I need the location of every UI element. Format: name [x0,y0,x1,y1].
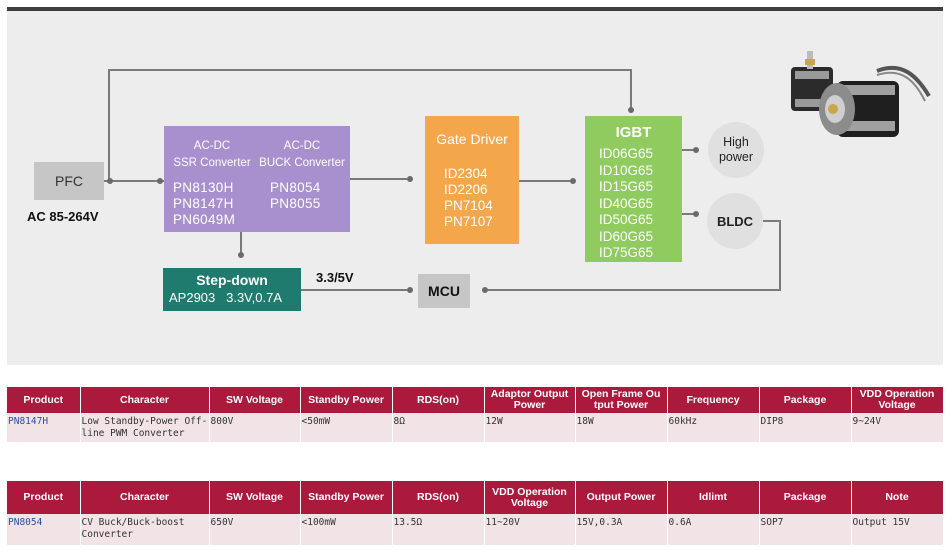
part-number: PN6049M [173,212,236,227]
col-header: RDS(on) [392,481,485,514]
col-header: Note [851,481,944,514]
table-cell: 0.6A [667,514,760,545]
table-cell: Low Standby-Power Off-line PWM Converter [80,413,210,442]
acdc-ssr-title-2: SSR Converter [173,157,251,169]
part-number: PN8055 [270,196,321,211]
part-number: PN8147H [173,196,234,211]
acdc-ssr-title-1: AC-DC [193,140,231,152]
acdc-buck-title-1: AC-DC [283,140,321,152]
acdc-buck-title-2: BUCK Converter [259,157,345,169]
step-down-block: Step-down AP2903 3.3V,0.7A [163,268,301,311]
part-number: ID2304 [444,166,488,181]
part-number: PN7104 [444,198,493,213]
col-header: Open Frame Ou tput Power [575,387,668,413]
step-down-parts: AP2903 3.3V,0.7A [169,290,282,305]
part-number: PN8130H [173,180,234,195]
table-cell: <50mW [300,413,393,442]
col-header: VDD Operation Voltage [851,387,944,413]
table-header-row: Product Character SW Voltage Standby Pow… [7,387,944,413]
table-cell: DIP8 [759,413,852,442]
product-link[interactable]: PN8054 [7,514,81,545]
part-number: PN8054 [270,180,321,195]
table-cell: 18W [575,413,668,442]
part-number: ID06G65 [599,146,654,161]
acdc-buck-heading: AC-DC BUCK Converter [256,138,348,172]
col-header: Character [80,387,210,413]
col-header: Product [7,387,81,413]
table-cell: 8Ω [392,413,485,442]
table-header-row: Product Character SW Voltage Standby Pow… [7,481,944,514]
table-cell: 13.5Ω [392,514,485,545]
step-down-title: Step-down [196,272,268,288]
part-number: ID40G65 [599,195,654,211]
table-cell: Output 15V [851,514,944,545]
pn8054-spec-table: Product Character SW Voltage Standby Pow… [7,481,944,545]
col-header: Adaptor Output Power [484,387,576,413]
part-number: ID75G65 [599,245,654,260]
col-header: Character [80,481,210,514]
acdc-buck-parts: PN8054 PN8055 [270,180,321,212]
motor-image [791,51,931,137]
part-number: ID50G65 [599,212,654,227]
part-number: PN7107 [444,214,493,229]
pn8147h-spec-table: Product Character SW Voltage Standby Pow… [7,387,944,442]
table-cell: 12W [484,413,576,442]
igbt-title: IGBT [615,124,652,141]
high-power-line-1: High [723,135,749,149]
table-cell: SOP7 [759,514,852,545]
table-cell: 11~20V [484,514,576,545]
col-header: RDS(on) [392,387,485,413]
table-cell: 800V [209,413,301,442]
col-header: SW Voltage [209,387,301,413]
gate-driver-block: Gate Driver ID2304 ID2206 PN7104 PN7107 [425,116,519,244]
table-row: PN8147H Low Standby-Power Off-line PWM C… [7,413,944,442]
product-link[interactable]: PN8147H [7,413,81,442]
col-header: Frequency [667,387,760,413]
part-number: ID60G65 [599,228,654,244]
top-divider [7,7,943,11]
table-cell: <100mW [300,514,393,545]
part-number: ID2206 [444,182,488,197]
part-number: AP2903 [169,290,216,305]
gate-driver-title: Gate Driver [436,131,508,147]
col-header: Standby Power [300,387,393,413]
col-header: Idlimt [667,481,760,514]
col-header: SW Voltage [209,481,301,514]
bldc-circle: BLDC [707,193,763,249]
col-header: Output Power [575,481,668,514]
col-header: VDD Operation Voltage [484,481,576,514]
table-cell: 650V [209,514,301,545]
mcu-block: MCU [418,274,470,308]
part-number: ID15G65 [599,179,654,194]
table-row: PN8054 CV Buck/Buck-boost Converter 650V… [7,514,944,545]
table-cell: 60kHz [667,413,760,442]
acdc-ssr-parts: PN8130H PN8147H PN6049M [173,180,235,228]
acdc-ssr-heading: AC-DC SSR Converter [170,138,254,172]
pfc-block: PFC [34,162,104,200]
table-cell: 9~24V [851,413,944,442]
table-cell: CV Buck/Buck-boost Converter [80,514,210,545]
col-header: Standby Power [300,481,393,514]
acdc-converter-block: AC-DC SSR Converter AC-DC BUCK Converter… [164,126,350,232]
step-down-spec: 3.3V,0.7A [226,290,283,305]
table-cell: 15V,0.3A [575,514,668,545]
col-header: Package [759,481,852,514]
block-diagram: PFC AC 85-264V AC-DC SSR Converter AC-DC… [7,11,943,365]
voltage-label: 3.3/5V [316,270,354,285]
igbt-parts: ID06G65 ID10G65 ID15G65 ID40G65 ID50G65 … [599,146,653,262]
high-power-line-2: power [718,150,754,164]
high-power-circle: High power [708,122,764,178]
part-number: ID10G65 [599,162,654,178]
igbt-block: IGBT ID06G65 ID10G65 ID15G65 ID40G65 ID5… [585,116,682,262]
ac-input-label: AC 85-264V [27,209,99,224]
connector-lines [104,69,781,293]
col-header: Package [759,387,852,413]
gate-driver-parts: ID2304 ID2206 PN7104 PN7107 [444,166,493,230]
col-header: Product [7,481,81,514]
